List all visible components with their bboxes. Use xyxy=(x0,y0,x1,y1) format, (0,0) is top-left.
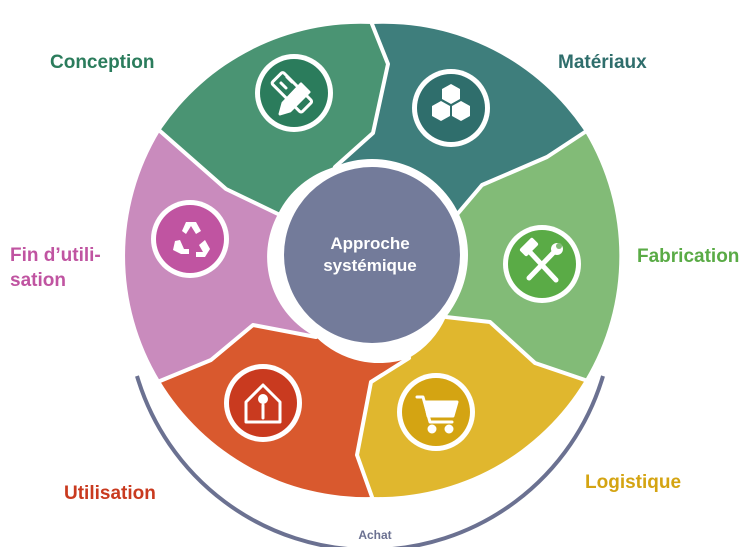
center-label-line2: systémique xyxy=(323,256,417,275)
label-logistique: Logistique xyxy=(585,472,682,493)
label-materiaux: Matériaux xyxy=(558,52,647,73)
recycle-icon xyxy=(173,222,210,257)
pencil-ruler-icon xyxy=(270,71,314,116)
label-fin-utilisation-line2: sation xyxy=(10,270,66,291)
hammer-wrench-icon xyxy=(519,237,563,283)
label-utilisation: Utilisation xyxy=(64,483,156,504)
shopping-cart-icon xyxy=(415,395,459,434)
center-label-line1: Approche xyxy=(330,234,410,253)
icon-badge-fin-utilisation xyxy=(151,200,229,278)
center-hub xyxy=(284,167,460,343)
icon-badge-fabrication xyxy=(503,225,581,303)
icon-badge-utilisation xyxy=(224,364,302,442)
label-fin-utilisation: Fin d’utili- sation xyxy=(10,243,101,293)
house-person-icon xyxy=(244,383,282,424)
icon-badge-logistique xyxy=(397,373,475,451)
center-label: Approche systémique xyxy=(290,233,450,277)
label-fin-utilisation-line1: Fin d’utili- xyxy=(10,245,101,266)
hexagons-icon xyxy=(432,84,470,121)
achat-arc xyxy=(135,375,605,547)
achat-label: Achat xyxy=(358,528,392,542)
segment-separators xyxy=(158,22,587,499)
icon-badge-materiaux xyxy=(412,69,490,147)
label-conception: Conception xyxy=(50,52,155,73)
icon-badge-conception xyxy=(255,54,333,132)
label-fabrication: Fabrication xyxy=(637,246,740,267)
